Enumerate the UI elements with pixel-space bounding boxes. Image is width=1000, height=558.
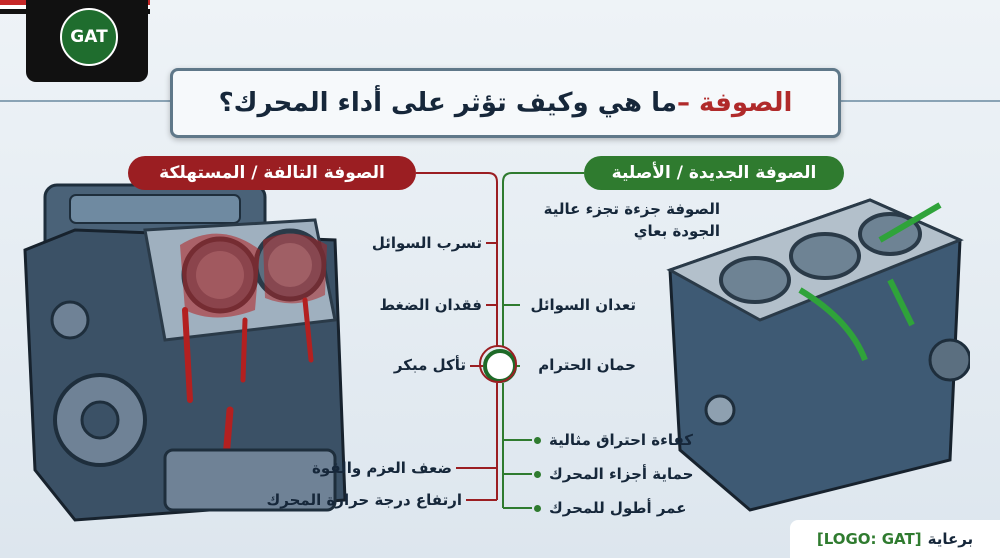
benefit-label: حماية أجزاء المحرك (549, 465, 694, 483)
bullet-dot-icon (534, 470, 541, 478)
sponsor-badge: برعاية [LOGO: GAT] (790, 520, 1000, 558)
new-gasket-description-line1: الصوفة جزءة تجزء عالية (543, 200, 720, 218)
sponsor-label: برعاية (927, 530, 974, 548)
page-title: الصوفة – ما هي وكيف تؤثر على أداء المحرك… (170, 68, 841, 138)
benefit-label: كفاءة احتراق مثالية (549, 431, 693, 449)
callout-seal-guard: حمان الحترام (538, 356, 636, 374)
worn-engine-illustration (23, 183, 347, 522)
title-highlight: الصوفة – (677, 88, 793, 118)
effect-overheating: ارتفاع درجة حرارة المحرك (266, 491, 462, 509)
benefit-protection: حماية أجزاء المحرك (534, 465, 694, 483)
benefit-label: عمر أطول للمحرك (549, 499, 687, 517)
bullet-dot-icon (534, 436, 541, 444)
new-engine-illustration (666, 198, 970, 512)
effect-weak-torque: ضعف العزم والقوة (312, 459, 452, 477)
sponsor-logo: [LOGO: GAT] (816, 530, 922, 548)
callout-fluid-seal: تعدان السوائل (530, 296, 636, 314)
bullet-dot-icon (534, 504, 541, 512)
benefit-combustion: كفاءة احتراق مثالية (534, 431, 693, 449)
logo-badge: GAT (26, 0, 148, 82)
title-text: ما هي وكيف تؤثر على أداء المحرك؟ (218, 88, 677, 118)
callout-early-wear: تأكل مبكر (393, 356, 466, 374)
center-connector-icon (479, 345, 517, 383)
benefit-lifespan: عمر أطول للمحرك (534, 499, 686, 517)
callout-pressure-loss: فقدان الضغط (379, 296, 482, 314)
callout-fluid-leak: تسرب السوائل (371, 234, 482, 252)
brand-logo: GAT (60, 8, 118, 66)
new-gasket-description-line2: الجودة بعاي (633, 222, 720, 240)
new-gasket-heading: الصوفة الجديدة / الأصلية (584, 156, 844, 190)
worn-gasket-heading: الصوفة التالفة / المستهلكة (128, 156, 416, 190)
